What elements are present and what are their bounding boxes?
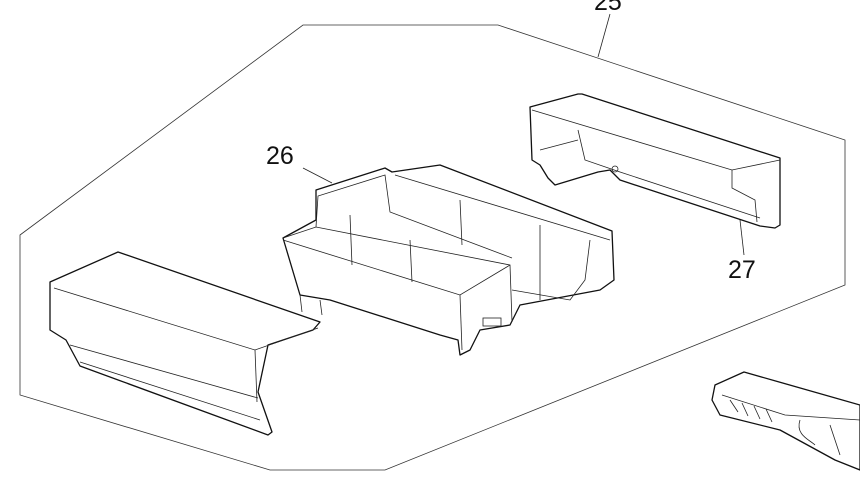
- partial-tray-part: [711, 371, 860, 471]
- assembly-boundary: [19, 24, 846, 471]
- leader-line-27: [739, 219, 745, 256]
- leader-line-25: [597, 13, 611, 58]
- callout-label-26: 26: [266, 142, 294, 170]
- leader-line-26: [302, 167, 333, 184]
- callout-label-27: 27: [728, 256, 756, 284]
- front-cover: [49, 251, 321, 436]
- callout-label-25: 25: [594, 0, 622, 16]
- part-26-main-tray: [282, 164, 615, 356]
- part-27-rear-cover: [529, 93, 781, 229]
